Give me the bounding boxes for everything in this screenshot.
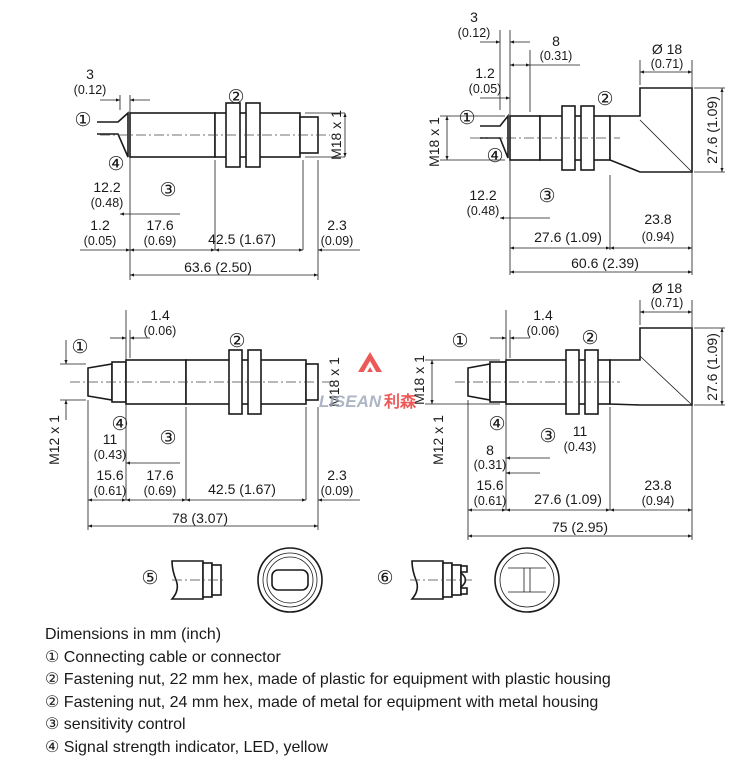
dim-label: 42.5 (1.67) (208, 231, 276, 247)
dim-label: Ø 18 (652, 41, 683, 57)
dim-label: 11 (103, 431, 118, 447)
dim-label: 2.3 (327, 217, 347, 233)
dim-label: 1.2 (90, 217, 110, 233)
dim-label: 15.6 (476, 477, 503, 493)
dim-label: 2.3 (327, 467, 347, 483)
dimension-drawing: ① ④ ② ③ 3(0.12) 12.2(0.48) 1.2(0.05) 17.… (46, 9, 725, 613)
dim-label: 15.6 (96, 467, 123, 483)
dim-label: (0.12) (74, 83, 107, 97)
watermark-text: LISEAN (319, 392, 382, 411)
drawing-angled-cable: 3(0.12) 8(0.31) 1.2(0.05) Ø 18(0.71) 27.… (426, 9, 725, 275)
variant-6: ⑥ (376, 547, 560, 613)
dim-label: 27.6 (1.09) (534, 491, 602, 507)
dim-label: 1.4 (533, 307, 553, 323)
dim-label: (0.71) (651, 296, 684, 310)
callout-6: ⑥ (376, 568, 393, 589)
callout-1: ① (74, 110, 91, 131)
legend-item: ② Fastening nut, 22 mm hex, made of plas… (45, 671, 611, 689)
legend-title: Dimensions in mm (inch) (45, 626, 222, 643)
dim-label: 78 (3.07) (172, 510, 228, 526)
dim-label: 23.8 (644, 211, 671, 227)
legend-item: ② Fastening nut, 24 mm hex, made of meta… (45, 693, 599, 711)
callout-4: ④ (488, 414, 505, 435)
dim-label: 27.6 (1.09) (704, 96, 720, 164)
legend-item: ① Connecting cable or connector (45, 648, 281, 666)
dim-label: 27.6 (1.09) (534, 229, 602, 245)
dim-label: (0.09) (321, 484, 354, 498)
dim-label: (0.31) (540, 49, 573, 63)
callout-4: ④ (107, 154, 124, 175)
dim-label: (0.61) (94, 484, 127, 498)
drawing-straight-cable: ① ④ ② ③ 3(0.12) 12.2(0.48) 1.2(0.05) 17.… (74, 66, 360, 280)
dim-label: (0.94) (642, 230, 675, 244)
callout-4: ④ (111, 414, 128, 435)
dim-label: (0.43) (94, 448, 127, 462)
dim-label: (0.05) (469, 82, 502, 96)
thread-label: M12 x 1 (46, 415, 62, 465)
dim-label: 8 (486, 442, 494, 458)
dim-label: 27.6 (1.09) (704, 333, 720, 401)
dim-label: (0.48) (467, 204, 500, 218)
dim-label: (0.43) (564, 440, 597, 454)
dim-label: 8 (552, 33, 560, 49)
dim-label: 12.2 (93, 179, 120, 195)
dim-label: (0.69) (144, 484, 177, 498)
thread-label: M18 x 1 (426, 117, 442, 167)
callout-3: ③ (159, 428, 176, 449)
dim-label: 3 (86, 66, 94, 82)
legend-item: ④ Signal strength indicator, LED, yellow (45, 738, 328, 756)
dim-label: 42.5 (1.67) (208, 481, 276, 497)
callout-2: ② (228, 331, 245, 352)
dim-label: 60.6 (2.39) (571, 255, 639, 271)
callout-5: ⑤ (141, 568, 158, 589)
callout-1: ① (71, 337, 88, 358)
legend-item: ③ sensitivity control (45, 716, 186, 734)
dim-label: (0.06) (144, 324, 177, 338)
dim-label: (0.94) (642, 494, 675, 508)
dim-label: Ø 18 (652, 280, 683, 296)
dim-label: 3 (470, 9, 478, 25)
dim-label: 23.8 (644, 477, 671, 493)
thread-label: M18 x 1 (328, 110, 344, 160)
dim-label: (0.69) (144, 234, 177, 248)
dim-label: (0.06) (527, 324, 560, 338)
callout-2: ② (596, 89, 613, 110)
dim-label: (0.12) (458, 26, 491, 40)
drawing-straight-connector: ① 1.4(0.06) ② M12 x 1 M18 x 1 ④ ③ 11(0.4… (46, 307, 360, 530)
front-view (494, 547, 560, 613)
callout-1: ① (451, 331, 468, 352)
dim-label: 1.4 (150, 307, 170, 323)
watermark-cjk: 利森 (384, 392, 417, 411)
thread-label: M18 x 1 (411, 355, 427, 405)
callout-3: ③ (539, 426, 556, 447)
thread-label: M12 x 1 (430, 415, 446, 465)
legend: Dimensions in mm (inch) ① Connecting cab… (45, 624, 611, 760)
dim-label: 12.2 (469, 187, 496, 203)
callout-2: ② (581, 328, 598, 349)
callout-4: ④ (486, 146, 503, 167)
callout-1: ① (458, 108, 475, 129)
dim-label: (0.61) (474, 494, 507, 508)
dim-label: 1.2 (475, 65, 495, 81)
dim-label: (0.09) (321, 234, 354, 248)
dim-label: 17.6 (146, 467, 173, 483)
dim-label: (0.71) (651, 57, 684, 71)
variant-5: ⑤ (141, 547, 323, 613)
dim-label: 11 (573, 423, 588, 439)
callout-3: ③ (159, 180, 176, 201)
callout-2: ② (227, 87, 244, 108)
dim-label: (0.31) (474, 458, 507, 472)
dim-label: (0.48) (91, 196, 124, 210)
dim-label: 75 (2.95) (552, 519, 608, 535)
watermark-logo: LISEAN 利森 (319, 352, 417, 411)
thread-label: M18 x 1 (326, 357, 342, 407)
drawing-angled-connector: ① 1.4(0.06) ② Ø 18(0.71) 27.6 (1.09) M18… (411, 280, 725, 540)
dim-label: (0.05) (84, 234, 117, 248)
dim-label: 17.6 (146, 217, 173, 233)
dim-label: 63.6 (2.50) (184, 259, 252, 275)
callout-3: ③ (538, 186, 555, 207)
